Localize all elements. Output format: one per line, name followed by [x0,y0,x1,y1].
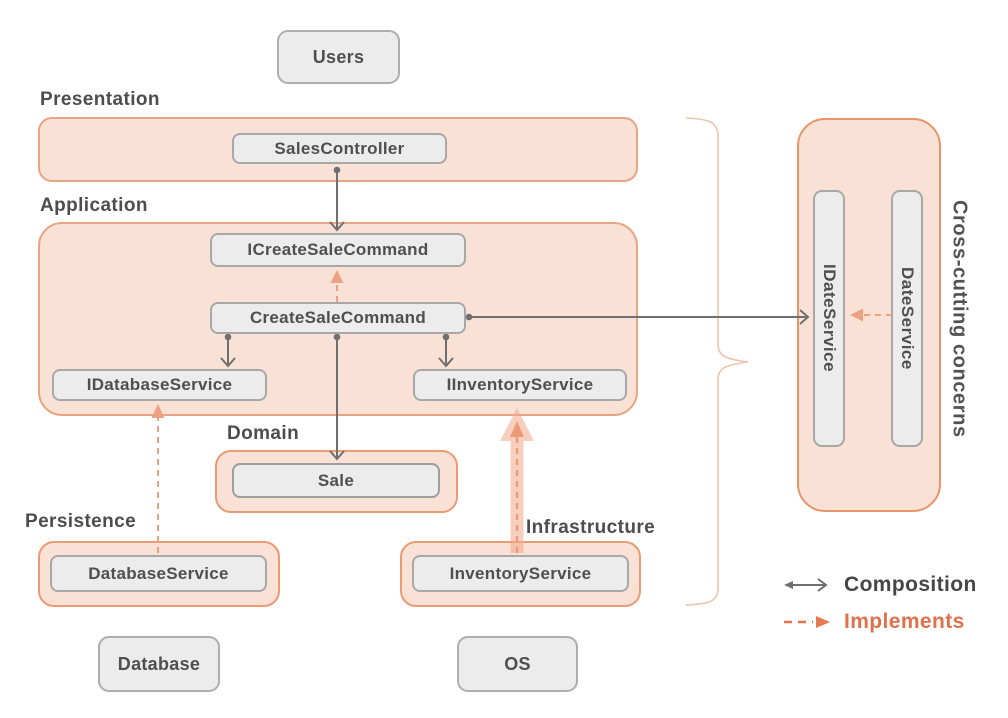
os-node: OS [457,636,578,692]
cross-cutting-label: Cross-cutting concerns [948,200,971,438]
presentation-label: Presentation [40,89,160,110]
sale-node: Sale [232,463,440,498]
implements-legend-icon [784,616,830,628]
date-service-node: DateService [891,190,923,447]
application-label: Application [40,195,148,216]
composition-legend-icon [784,578,828,592]
layers-brace [685,117,749,606]
database-node: Database [98,636,220,692]
persistence-label: Persistence [25,511,137,532]
domain-label: Domain [227,423,300,444]
icreate-sale-command-node: ICreateSaleCommand [210,233,466,267]
implements-arrow-databaseservice-to-idatabaseservice [151,404,165,553]
infrastructure-label: Infrastructure [526,517,656,538]
create-sale-command-node: CreateSaleCommand [210,302,466,334]
inventory-service-node: InventoryService [412,555,629,592]
idatabase-service-node: IDatabaseService [52,369,267,401]
idate-service-node: IDateService [813,190,845,447]
sales-controller-node: SalesController [232,133,447,164]
iinventory-service-node: IInventoryService [413,369,627,401]
users-node: Users [277,30,400,84]
implements-legend-label: Implements [844,610,965,633]
composition-legend-label: Composition [844,573,977,596]
database-service-node: DatabaseService [50,555,267,592]
